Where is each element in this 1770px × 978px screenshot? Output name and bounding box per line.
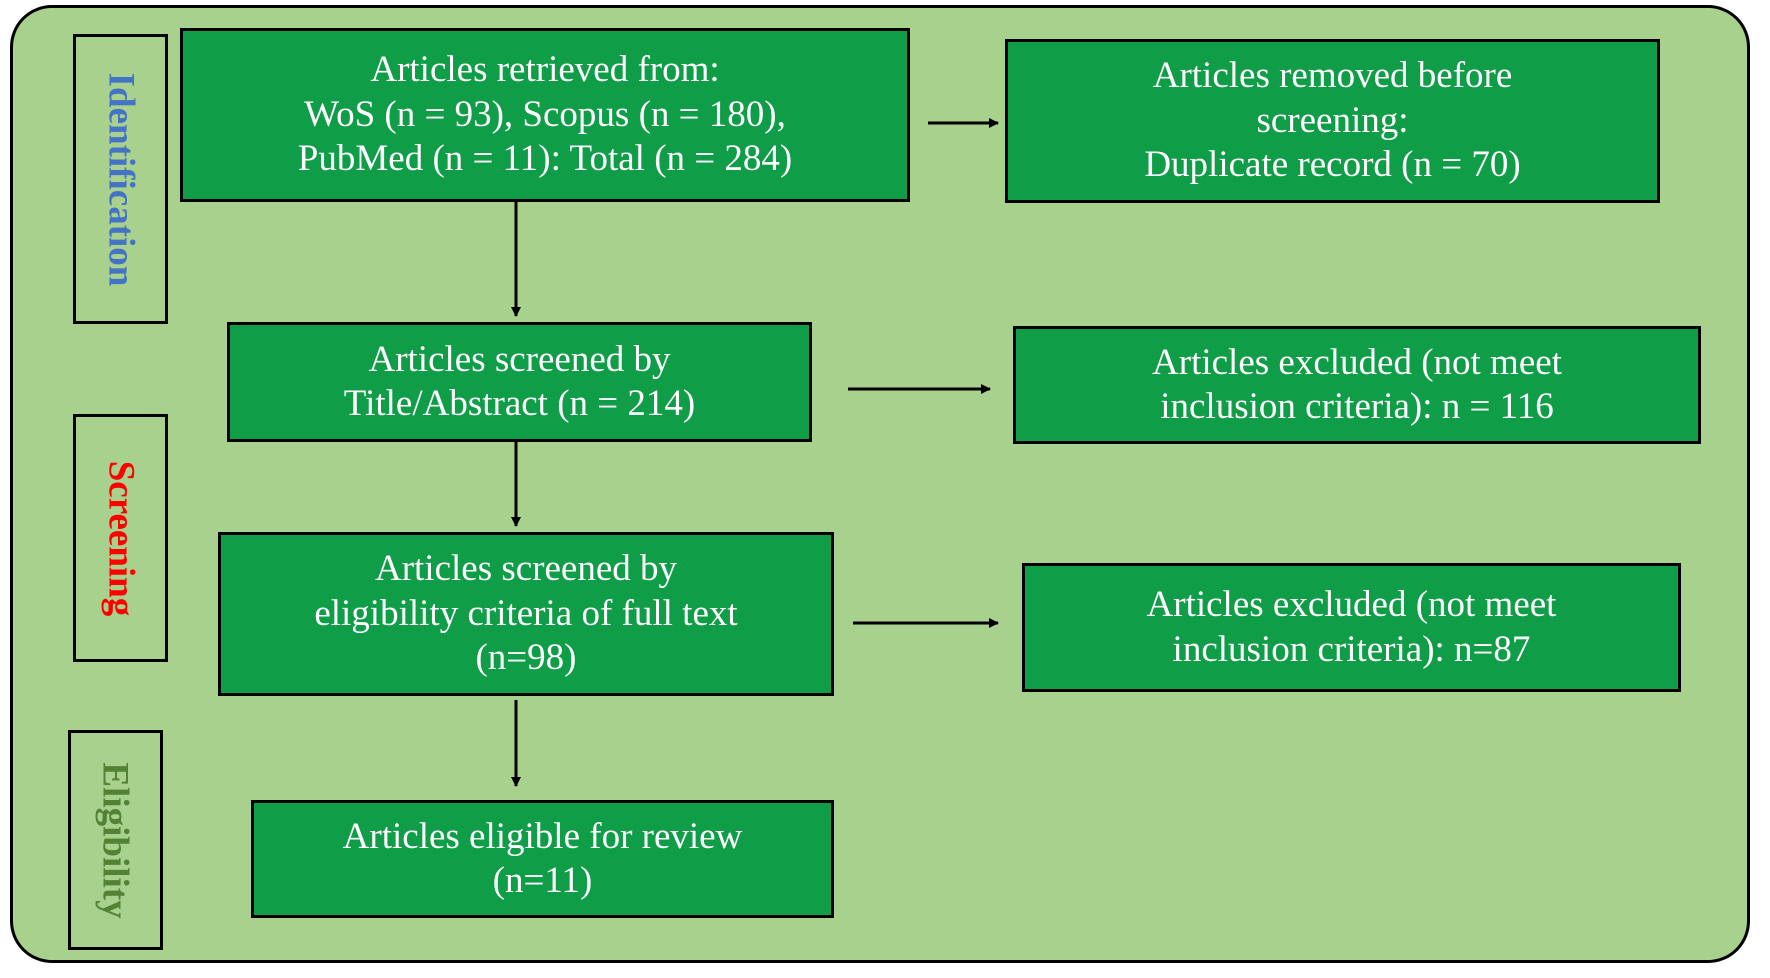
- box-articles-eligible: Articles eligible for review (n=11): [251, 800, 834, 918]
- box-line: screening:: [1256, 99, 1409, 141]
- phase-identification: Identification: [73, 34, 168, 324]
- box-articles-retrieved: Articles retrieved from: WoS (n = 93), S…: [180, 28, 910, 202]
- phase-eligibility: Eligibility: [68, 730, 163, 950]
- box-excluded-full-text: Articles excluded (not meet inclusion cr…: [1022, 563, 1681, 692]
- phase-screening: Screening: [73, 414, 168, 662]
- box-line: Articles screened by: [374, 548, 678, 590]
- box-excluded-title-abstract: Articles excluded (not meet inclusion cr…: [1013, 326, 1701, 444]
- box-line: PubMed (n = 11): Total (n = 284): [297, 138, 793, 180]
- box-line: Articles removed before: [1152, 55, 1513, 97]
- box-line: inclusion criteria): n = 116: [1160, 386, 1554, 427]
- box-line: Articles eligible for review: [342, 815, 743, 857]
- box-line: Articles retrieved from:: [370, 49, 720, 91]
- box-line: Duplicate record (n = 70): [1144, 144, 1521, 186]
- box-line: (n=98): [475, 637, 577, 679]
- box-line: (n=11): [492, 860, 593, 901]
- box-articles-removed: Articles removed before screening: Dupli…: [1005, 39, 1660, 203]
- box-line: Articles excluded (not meet: [1152, 341, 1562, 383]
- box-line: Title/Abstract (n = 214): [343, 383, 696, 424]
- box-line: Articles excluded (not meet: [1146, 584, 1557, 626]
- box-line: eligibility criteria of full text: [314, 592, 738, 634]
- box-line: WoS (n = 93), Scopus (n = 180),: [304, 93, 786, 135]
- box-line: inclusion criteria): n=87: [1172, 628, 1531, 670]
- box-line: Articles screened by: [368, 338, 671, 380]
- box-screened-title-abstract: Articles screened by Title/Abstract (n =…: [227, 322, 812, 442]
- box-screened-full-text: Articles screened by eligibility criteri…: [218, 532, 834, 696]
